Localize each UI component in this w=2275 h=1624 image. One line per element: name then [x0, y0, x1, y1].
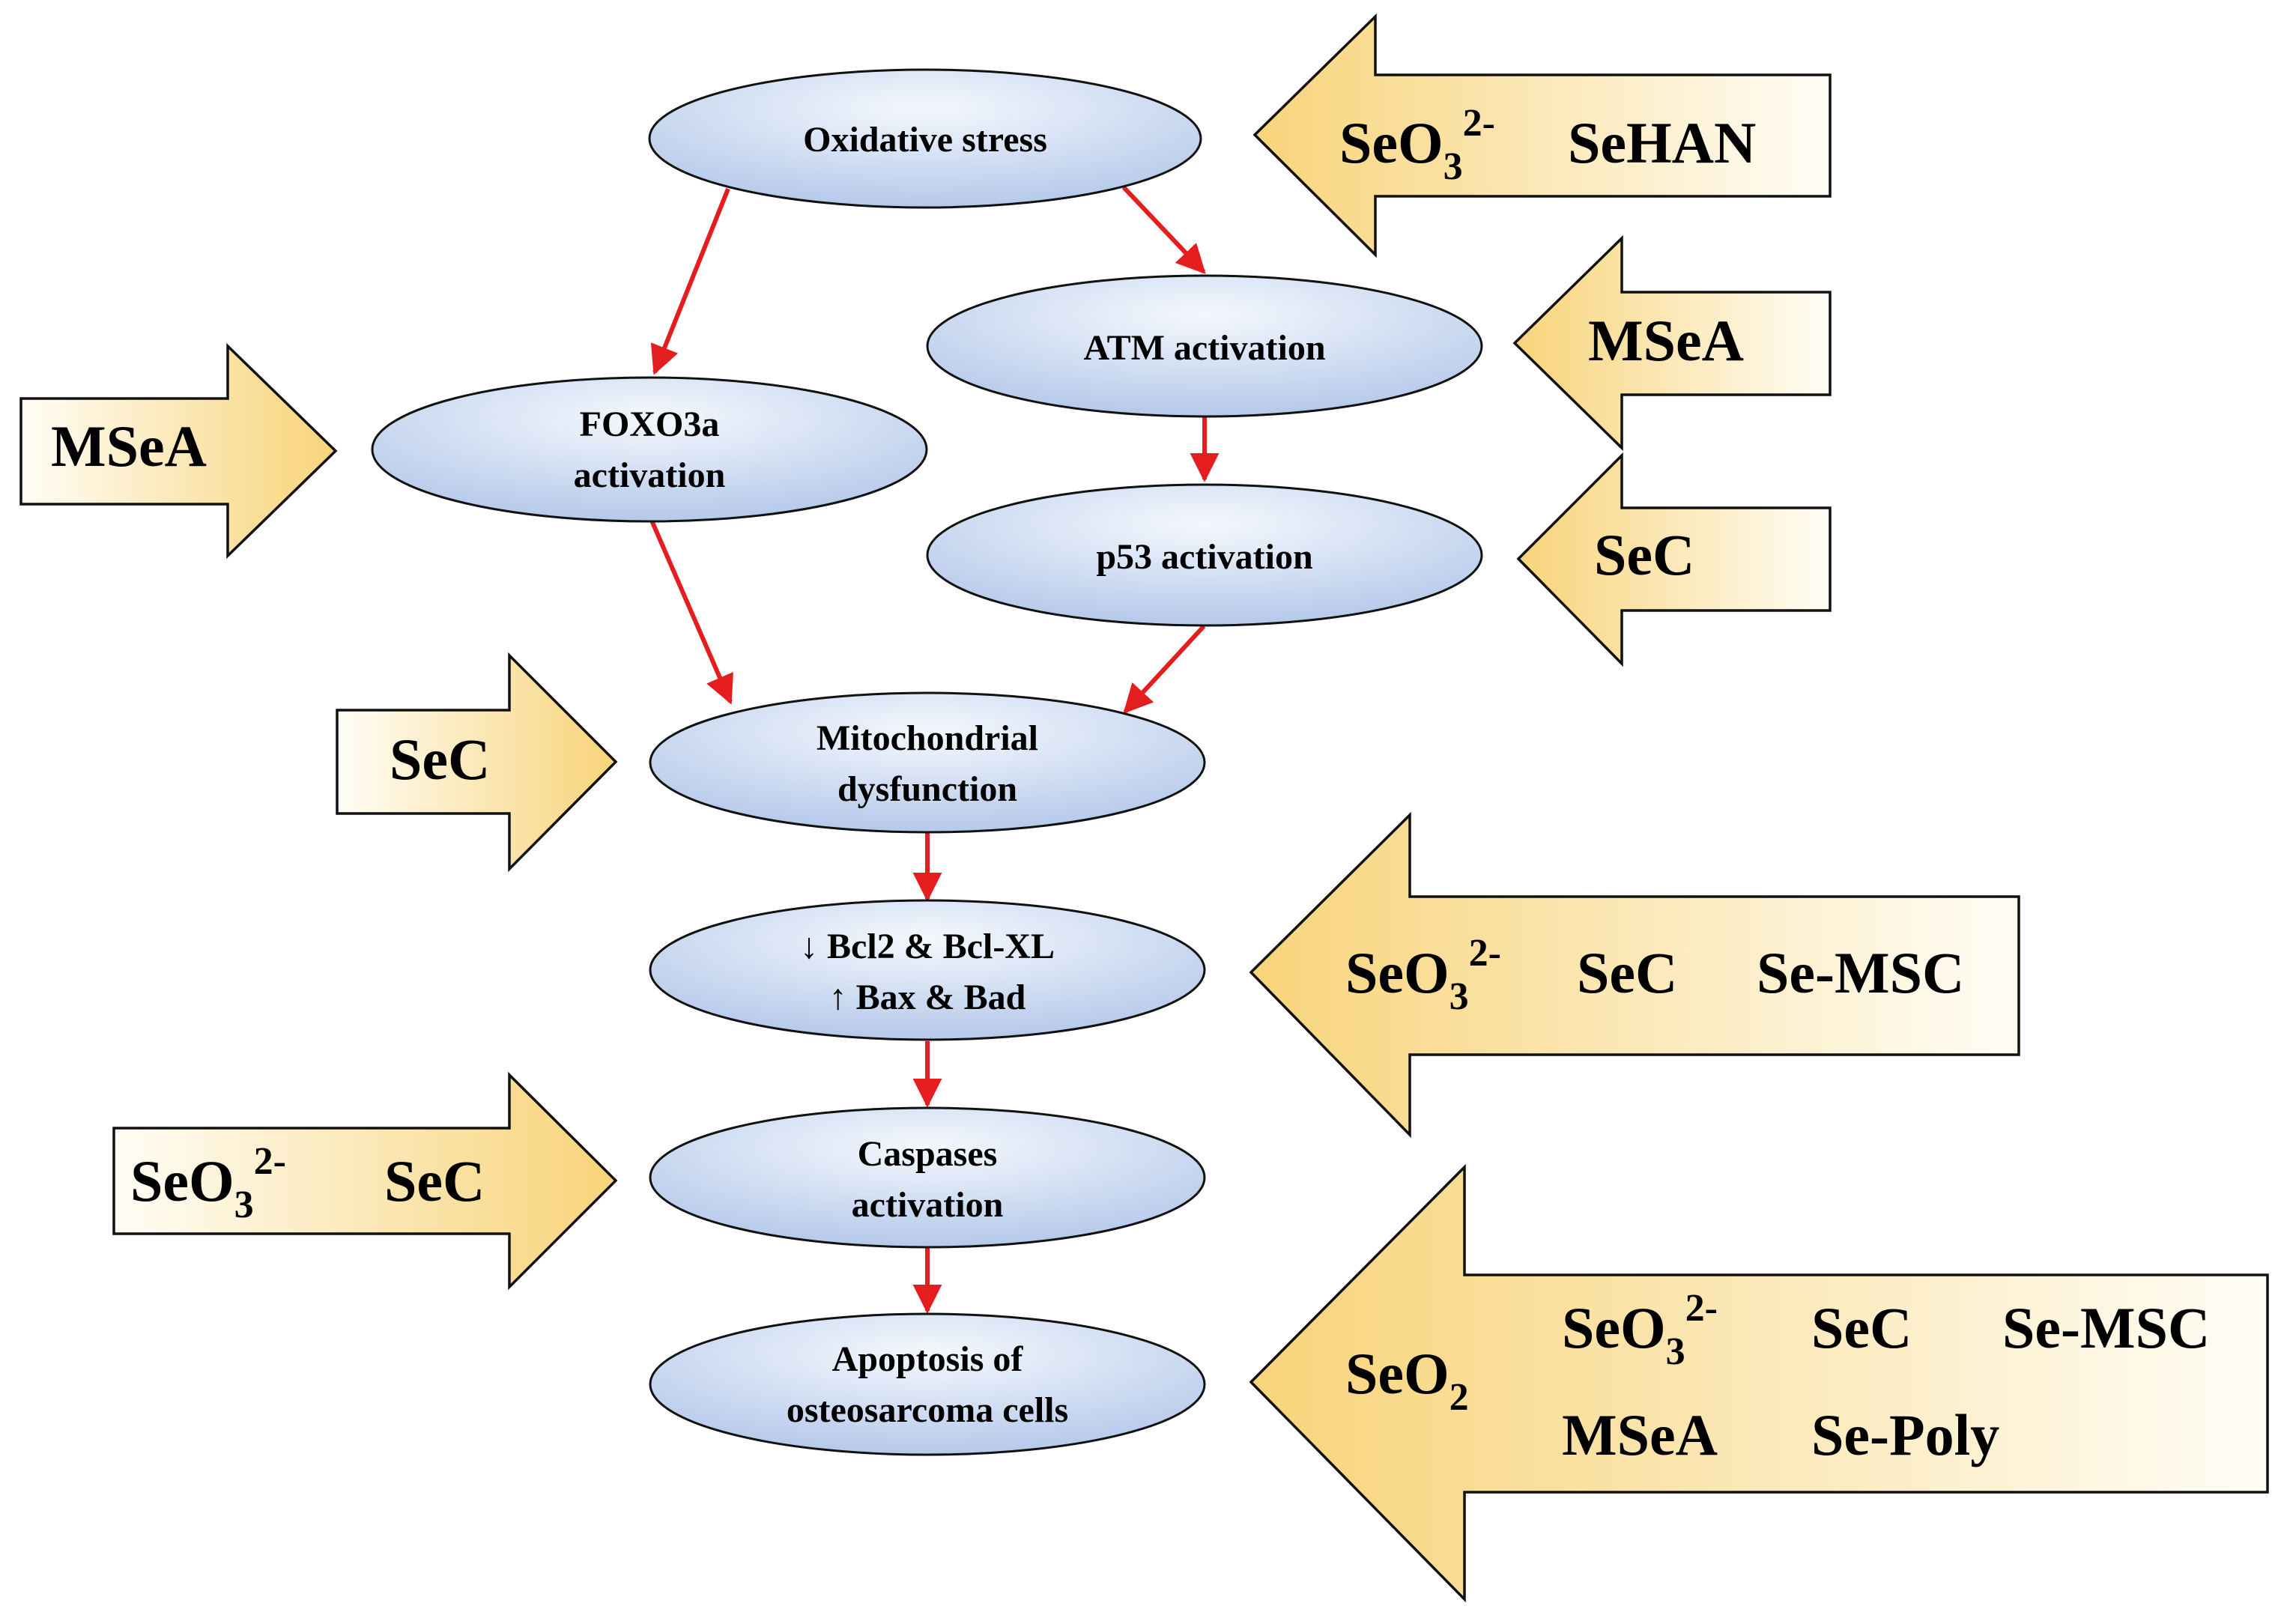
node-label-line2: activation — [574, 455, 726, 495]
svg-text:SeO32-: SeO32- — [1562, 1287, 1718, 1373]
agent-msea: MSeA — [1588, 308, 1744, 373]
svg-text:SeO2: SeO2 — [1345, 1341, 1469, 1419]
agent-arrow-shape — [1252, 13, 1832, 258]
agent-arrow-p53: SeC — [1516, 452, 1832, 667]
agent-arrow-shape — [336, 652, 618, 873]
agent-arrow-shape — [1249, 1163, 2269, 1603]
svg-text:SeO32-: SeO32- — [1345, 932, 1501, 1018]
agent-se-msc: Se-MSC — [1757, 940, 1964, 1005]
agent-msea: MSeA — [51, 413, 207, 479]
node-label: p53 activation — [1096, 537, 1312, 577]
agent-selenite: SeO — [130, 1148, 234, 1214]
edge-p53-to-mito — [1123, 624, 1206, 714]
node-oxidative-stress: Oxidative stress — [648, 68, 1202, 209]
edge-oxidative-to-atm — [1121, 185, 1206, 274]
agent-selenite: SeO — [1339, 110, 1444, 175]
agent-sec: SeC — [390, 727, 490, 792]
agent-seo2: SeO — [1345, 1341, 1449, 1406]
agent-sec: SeC — [1594, 522, 1694, 587]
agent-arrow-shape — [112, 1071, 618, 1291]
agent-msea: MSeA — [1562, 1402, 1718, 1467]
svg-text:SeO32-: SeO32- — [130, 1140, 286, 1226]
agent-sehan: SeHAN — [1568, 110, 1756, 175]
svg-text:SeO32-: SeO32- — [1339, 102, 1495, 188]
agent-arrow-atm: MSeA — [1512, 234, 1832, 452]
node-bcl-bax: ↓ Bcl2 & Bcl-XL ↑ Bax & Bad — [649, 899, 1206, 1041]
node-label-line2: dysfunction — [837, 769, 1017, 809]
agent-arrow-oxidative: SeO32- SeHAN — [1252, 13, 1832, 258]
node-caspases-activation: Caspases activation — [649, 1106, 1206, 1249]
edge-oxidative-to-foxo3a — [650, 187, 730, 375]
pathway-edges — [649, 185, 1220, 1314]
agent-se-poly: Se-Poly — [1811, 1402, 1999, 1467]
agent-arrow-shape — [1249, 811, 2020, 1139]
agent-arrow-apoptosis: SeO2 SeO32- SeC Se-MSC MSeA Se-Poly — [1249, 1163, 2269, 1603]
node-label: ATM activation — [1083, 328, 1325, 368]
agent-arrow-foxo3a: MSeA — [19, 342, 338, 560]
agent-arrow-bcl: SeO32- SeC Se-MSC — [1249, 811, 2020, 1139]
node-label-line1: FOXO3a — [580, 405, 720, 444]
agent-arrow-shape — [19, 342, 338, 560]
node-mitochondrial-dysfunction: Mitochondrial dysfunction — [649, 691, 1206, 834]
node-label-line1: ↓ Bcl2 & Bcl-XL — [800, 927, 1055, 966]
agent-arrow-shape — [1516, 452, 1832, 667]
node-label-line2: activation — [852, 1185, 1004, 1225]
node-label-line2: osteosarcoma cells — [787, 1390, 1068, 1430]
agent-arrow-mito: SeC — [336, 652, 618, 873]
agent-sec: SeC — [384, 1148, 485, 1214]
node-atm-activation: ATM activation — [926, 274, 1483, 418]
node-label-line2: ↑ Bax & Bad — [829, 978, 1026, 1017]
node-foxo3a-activation: FOXO3a activation — [371, 376, 928, 523]
node-label-line1: Apoptosis of — [832, 1339, 1024, 1379]
agent-arrow-caspases: SeO32- SeC — [112, 1071, 618, 1291]
node-label-line1: Caspases — [858, 1134, 998, 1174]
agent-selenite: SeO — [1345, 940, 1449, 1005]
node-p53-activation: p53 activation — [926, 483, 1483, 627]
node-apoptosis: Apoptosis of osteosarcoma cells — [649, 1312, 1206, 1456]
edge-foxo3a-to-mito — [649, 519, 733, 705]
node-label: Oxidative stress — [803, 120, 1047, 160]
agent-sec: SeC — [1577, 940, 1677, 1005]
agent-se-msc: Se-MSC — [2002, 1295, 2210, 1360]
agent-sec: SeC — [1811, 1295, 1912, 1360]
agent-selenite: SeO — [1562, 1295, 1666, 1360]
agent-arrow-shape — [1512, 234, 1832, 452]
node-label-line1: Mitochondrial — [817, 718, 1038, 758]
